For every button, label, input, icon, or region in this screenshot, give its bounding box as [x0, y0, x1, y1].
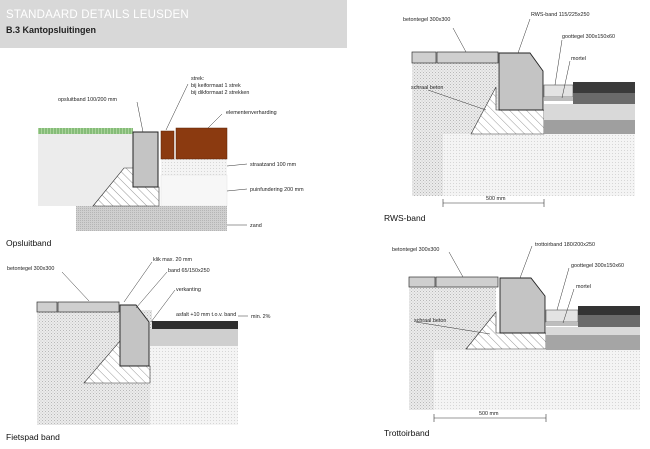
tegel-2: [435, 276, 499, 288]
tegel-1: [36, 301, 58, 313]
asphalt-base: [573, 93, 635, 104]
label-mortel: mortel: [576, 284, 591, 290]
mortel-layer: [546, 322, 578, 326]
caption-trottoirband: Trottoirband: [384, 428, 430, 438]
foundation-dark: [546, 335, 640, 350]
document-title: STANDAARD DETAILS LEUSDEN: [6, 9, 189, 21]
label-betontegel: betontegel 300x300: [392, 247, 439, 253]
kerb-trottoir: [499, 277, 546, 334]
label-straatzand: straatzand 100 mm: [250, 162, 297, 168]
label-klik: klik max. 20 mm: [153, 257, 192, 263]
label-dimension: 500 mm: [486, 196, 506, 202]
grass-strip: [38, 128, 133, 134]
label-rws-band: RWS-band 115/225x250: [531, 12, 590, 18]
tegel-1: [411, 51, 437, 64]
label-trottoirband: trottoirband 180/200x250: [535, 242, 595, 248]
label-zand: zand: [250, 223, 262, 229]
kerb-rws: [498, 52, 544, 111]
kerb-opsluitband: [132, 131, 159, 188]
label-band: band 65/150x250: [168, 268, 210, 274]
tegel-2: [57, 301, 120, 313]
label-puinfundering: puinfundering 200 mm: [250, 187, 304, 193]
puinfundering-layer: [160, 174, 228, 207]
title-banner: STANDAARD DETAILS LEUSDEN B.3 Kantopslui…: [0, 0, 347, 48]
straatzand-layer: [161, 159, 227, 175]
label-schraal-beton: schraal beton: [411, 85, 443, 91]
subsoil-right: [150, 346, 238, 425]
strek-stone: [160, 130, 175, 160]
paving-elementen: [175, 127, 228, 160]
label-schraal-beton: schraal beton: [414, 318, 446, 324]
label-asfalt: asfalt +10 mm t.o.v. band: [176, 312, 236, 318]
label-strek: strek:: [191, 76, 204, 82]
label-betontegel: betontegel 300x300: [7, 266, 54, 272]
section-title: B.3 Kantopsluitingen: [6, 25, 96, 35]
goottegel: [545, 309, 579, 323]
label-goottegel: goottegel 300x150x60: [562, 34, 615, 40]
subsoil-right: [434, 350, 640, 410]
detail-trottoirband: betontegel 300x300 trottoirband 180/200x…: [384, 242, 640, 438]
label-goottegel: goottegel 300x150x60: [571, 263, 624, 269]
label-min-2: min. 2%: [251, 314, 271, 320]
fundering-layer: [544, 104, 635, 120]
caption-rws-band: RWS-band: [384, 213, 426, 223]
detail-fietspad-band: betontegel 300x300 klik max. 20 mm band …: [6, 257, 271, 442]
label-mortel: mortel: [571, 56, 586, 62]
foundation-dark: [544, 120, 635, 134]
caption-fietspad-band: Fietspad band: [6, 432, 60, 442]
asphalt-top: [573, 82, 635, 93]
caption-opsluitband: Opsluitband: [6, 238, 52, 248]
detail-opsluitband: opsluitband 100/200 mm strek: bij keifor…: [6, 76, 304, 248]
goottegel: [543, 84, 574, 98]
label-betontegel: betontegel 300x300: [403, 17, 450, 23]
asfalt-layer: [152, 321, 238, 329]
asphalt-base: [578, 315, 640, 327]
label-elementenverharding: elementenverharding: [226, 110, 277, 116]
label-dimension: 500 mm: [479, 411, 499, 417]
label-opsluitband: opsluitband 100/200 mm: [58, 97, 118, 103]
label-strek-kei: bij keiformaat 1 strek: [191, 83, 241, 89]
kerb-fietspad: [119, 304, 150, 367]
tegel-2: [436, 51, 499, 64]
mortel-layer: [544, 97, 573, 101]
zand-layer: [76, 206, 227, 231]
label-strek-dik: bij dikformaat 2 strekken: [191, 90, 249, 96]
asphalt-top: [578, 306, 640, 315]
subsoil-right: [443, 134, 635, 196]
fundering-layer: [546, 327, 640, 335]
label-verkanting: verkanting: [176, 287, 201, 293]
detail-rws-band: betontegel 300x300 RWS-band 115/225x250 …: [384, 12, 635, 223]
tegel-1: [408, 276, 436, 288]
verkanting-layer: [150, 329, 238, 346]
